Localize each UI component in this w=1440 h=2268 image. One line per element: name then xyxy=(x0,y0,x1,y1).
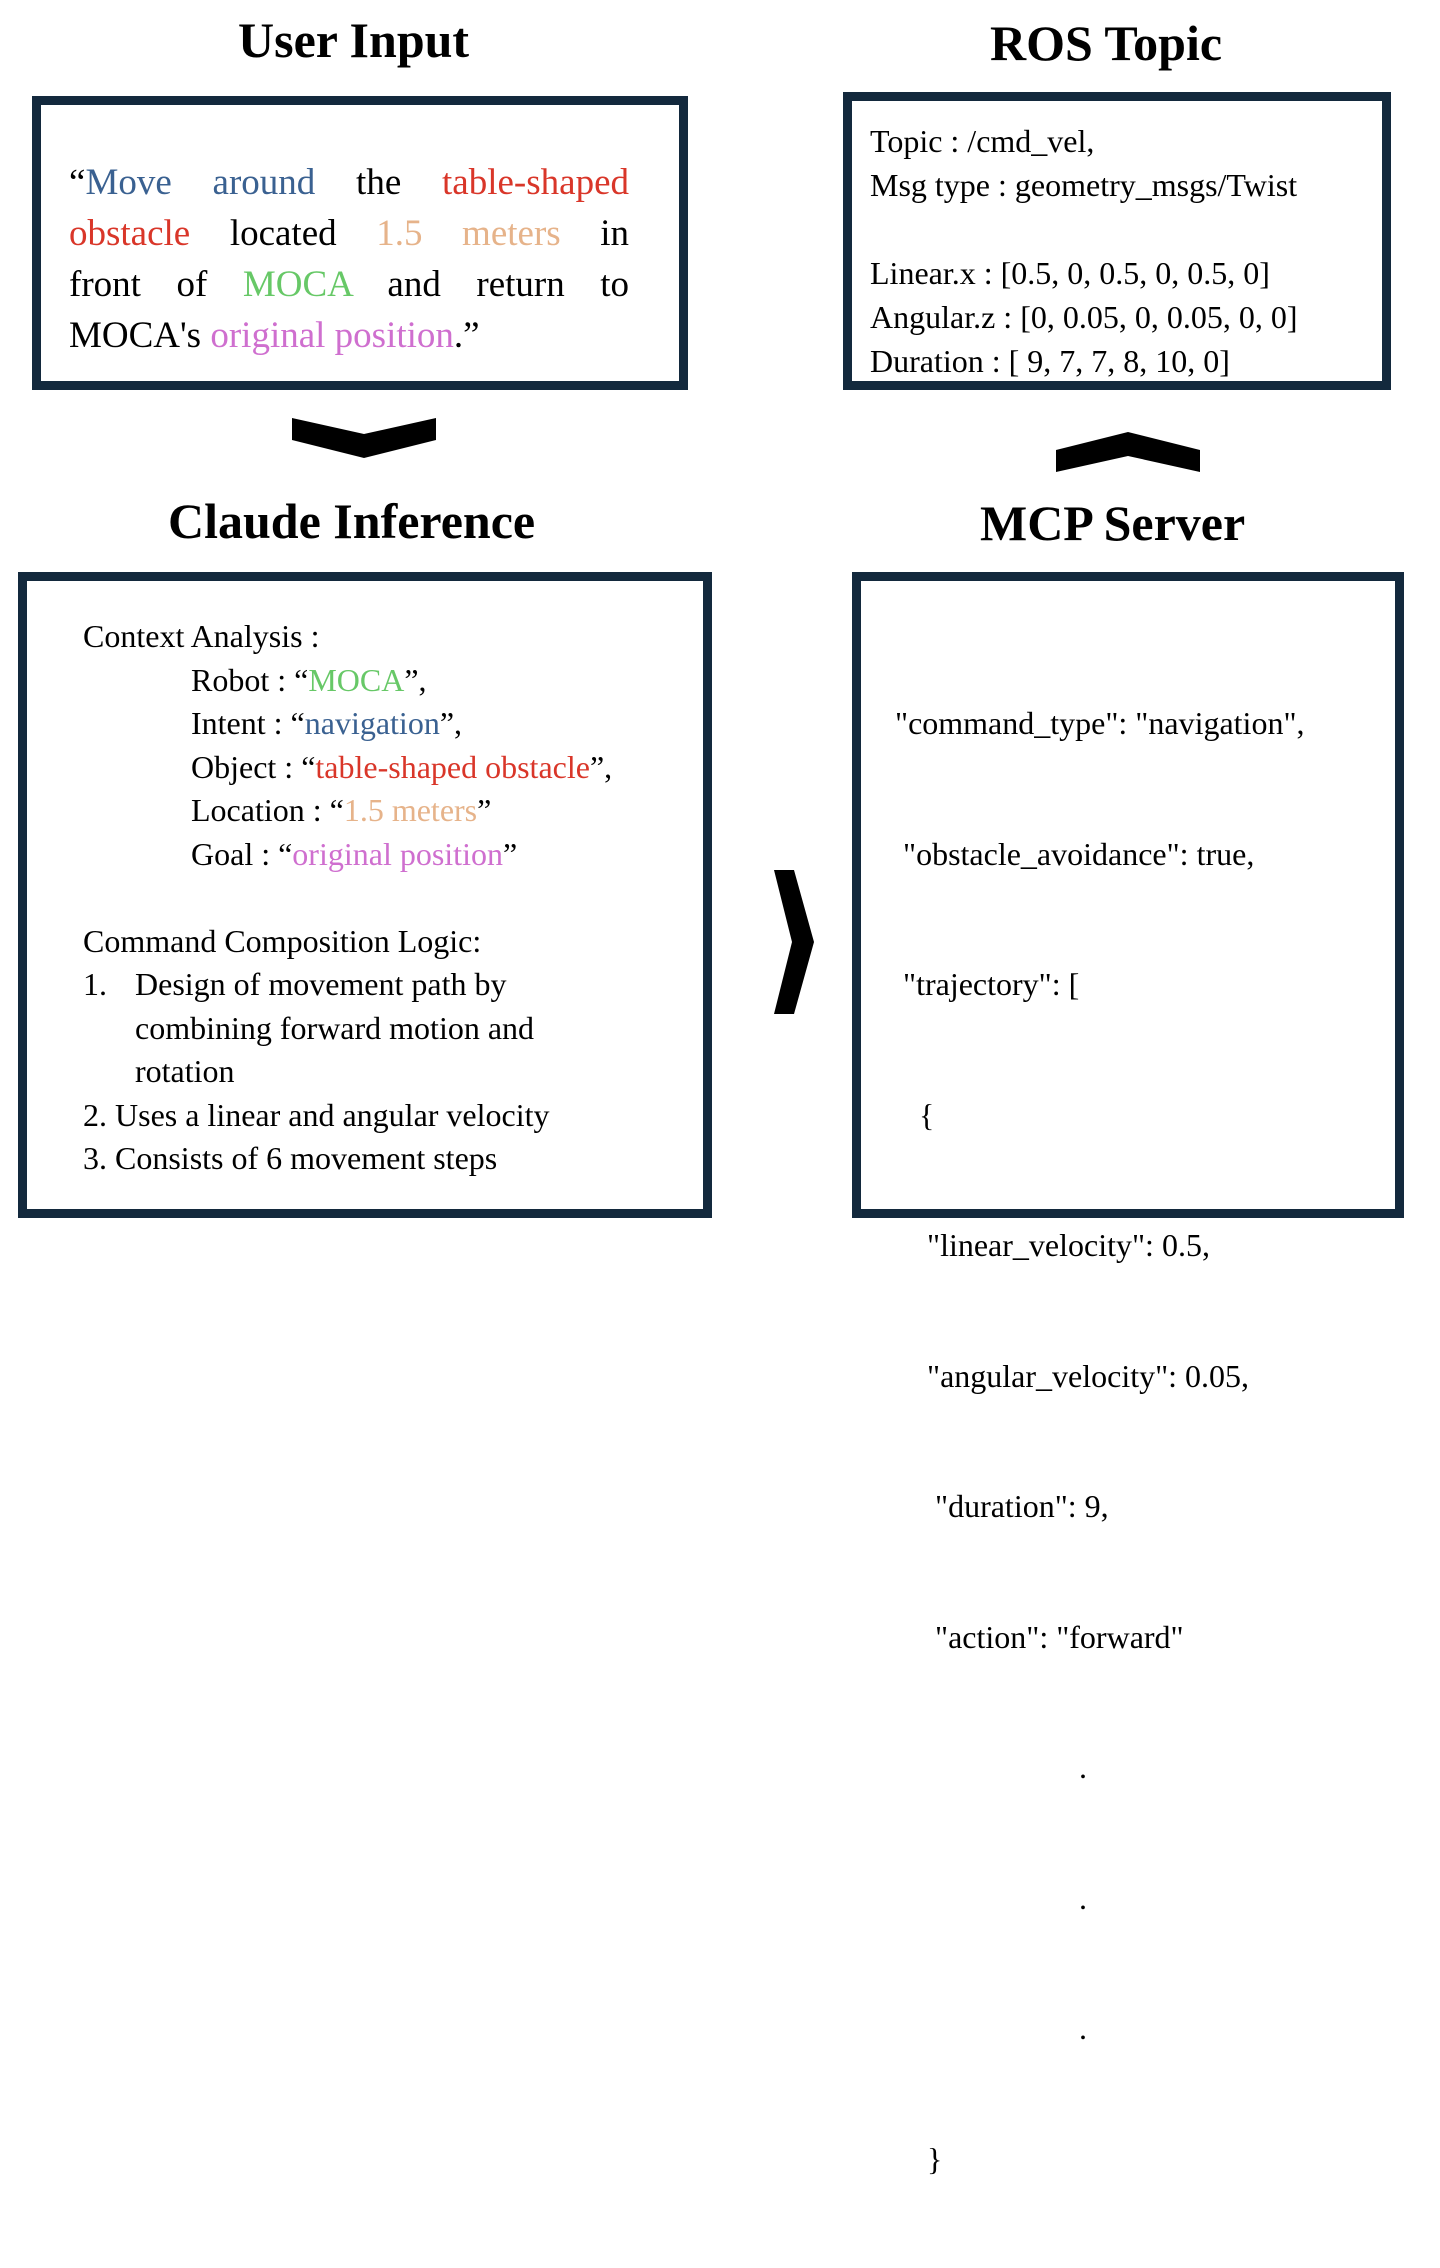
logic-item-1-line-3: rotation xyxy=(135,1053,235,1089)
ros-line-linear: Linear.x : [0.5, 0, 0.5, 0, 0.5, 0] xyxy=(870,255,1270,291)
field-value: navigation xyxy=(304,705,440,741)
word-moca: MOCA xyxy=(242,264,352,305)
word-return: return xyxy=(476,264,565,305)
context-field-object: Object : “table-shaped obstacle”, xyxy=(83,746,612,790)
mcp-line: "duration": 9, xyxy=(895,1488,1109,1524)
context-analysis-heading: Context Analysis : xyxy=(83,618,320,654)
mcp-server-title: MCP Server xyxy=(980,495,1246,551)
chevron-right-icon xyxy=(774,870,816,1014)
open-quote: “ xyxy=(69,162,86,203)
word-in: in xyxy=(600,213,630,254)
claude-inference-text: Context Analysis : Robot : “MOCA”, Inten… xyxy=(83,615,612,1181)
ros-line-msg-type: Msg type : geometry_msgs/Twist xyxy=(870,167,1298,203)
chevron-down-icon xyxy=(292,418,436,460)
ros-topic-box: Topic : /cmd_vel, Msg type : geometry_ms… xyxy=(843,92,1391,390)
field-value: original position xyxy=(292,835,503,872)
word-original-position: original position xyxy=(210,315,454,356)
ros-line-topic: Topic : /cmd_vel, xyxy=(870,123,1095,159)
blank-line xyxy=(83,876,612,920)
chevron-up-icon xyxy=(1056,432,1200,472)
word-around: around xyxy=(212,162,316,203)
logic-item-2: 2. Uses a linear and angular velocity xyxy=(83,1096,550,1133)
context-field-goal: Goal : “original position” xyxy=(83,833,612,877)
user-input-line-2: obstacle located 1.5 meters in xyxy=(69,208,629,259)
word-move: Move xyxy=(85,162,172,203)
logic-item-1-line-2: combining forward motion and xyxy=(135,1009,535,1046)
user-input-line-3: front of MOCA and return to xyxy=(69,259,629,310)
mcp-line: "command_type": "navigation", xyxy=(895,705,1305,741)
logic-item-1: 1. Design of movement path by xyxy=(83,963,612,1007)
mcp-line: "trajectory": [ xyxy=(895,966,1080,1002)
field-label: Goal : “ xyxy=(191,835,293,872)
mcp-line: "obstacle_avoidance": true, xyxy=(895,835,1255,872)
word-and: and xyxy=(387,264,441,305)
field-label: Intent : “ xyxy=(191,705,305,741)
ros-line-blank xyxy=(870,207,1298,251)
mcp-line: { xyxy=(895,1096,935,1133)
word-to: to xyxy=(600,264,630,305)
mcp-line: "linear_velocity": 0.5, xyxy=(895,1227,1210,1263)
mcp-line: . xyxy=(895,2010,1087,2046)
mcp-line: . xyxy=(895,1879,1087,1916)
user-input-line-4: MOCA's original position.” xyxy=(69,310,629,361)
mcp-server-json: "command_type": "navigation", "obstacle_… xyxy=(895,615,1305,2268)
field-tail: ”, xyxy=(404,661,427,698)
context-field-location: Location : “1.5 meters” xyxy=(83,789,612,833)
word-located: located xyxy=(229,213,337,254)
word-obstacle: obstacle xyxy=(69,213,191,254)
field-value: 1.5 meters xyxy=(343,792,478,828)
logic-item-3: 3. Consists of 6 movement steps xyxy=(83,1140,498,1176)
field-value: table-shaped obstacle xyxy=(315,748,590,785)
ros-topic-title: ROS Topic xyxy=(990,15,1223,71)
mcp-line: . xyxy=(895,1749,1087,1785)
mcp-server-box: "command_type": "navigation", "obstacle_… xyxy=(852,572,1404,2177)
field-tail: ”, xyxy=(589,748,613,785)
field-label: Object : “ xyxy=(191,748,316,785)
field-tail: ”, xyxy=(439,705,463,741)
ros-topic-text: Topic : /cmd_vel, Msg type : geometry_ms… xyxy=(870,119,1298,383)
field-label: Robot : “ xyxy=(191,661,309,698)
field-value: MOCA xyxy=(308,661,405,698)
claude-inference-title: Claude Inference xyxy=(168,493,536,549)
ros-line-angular: Angular.z : [0, 0.05, 0, 0.05, 0, 0] xyxy=(870,299,1298,335)
mcp-line: "angular_velocity": 0.05, xyxy=(895,1357,1250,1394)
word-mocas: MOCA's xyxy=(69,315,202,356)
ros-line-duration: Duration : [ 9, 7, 7, 8, 10, 0] xyxy=(870,343,1230,379)
user-input-line-1: “Move around the table-shaped xyxy=(69,157,629,208)
word-of: of xyxy=(176,264,208,305)
mcp-line: "action": "forward" xyxy=(895,1618,1184,1655)
word-front: front xyxy=(69,264,141,305)
word-the: the xyxy=(356,162,402,203)
word-table-shaped: table-shaped xyxy=(442,162,629,203)
claude-inference-box: Context Analysis : Robot : “MOCA”, Inten… xyxy=(18,572,712,1218)
list-number: 1. xyxy=(83,966,107,1002)
field-tail: ” xyxy=(477,792,492,828)
word-meters: meters xyxy=(462,213,561,254)
user-input-box: “Move around the table-shaped obstacle l… xyxy=(32,96,688,390)
user-input-title: User Input xyxy=(238,12,470,68)
field-tail: ” xyxy=(502,835,518,872)
mcp-line: } xyxy=(895,2140,943,2177)
composition-logic-heading: Command Composition Logic: xyxy=(83,922,482,959)
logic-item-1-line-1: Design of movement path by xyxy=(135,966,507,1002)
word-distance-number: 1.5 xyxy=(376,213,423,254)
context-field-intent: Intent : “navigation”, xyxy=(83,702,612,746)
field-label: Location : “ xyxy=(191,792,344,828)
close-quote: .” xyxy=(453,315,480,356)
context-field-robot: Robot : “MOCA”, xyxy=(83,659,612,703)
user-input-text: “Move around the table-shaped obstacle l… xyxy=(69,157,629,361)
